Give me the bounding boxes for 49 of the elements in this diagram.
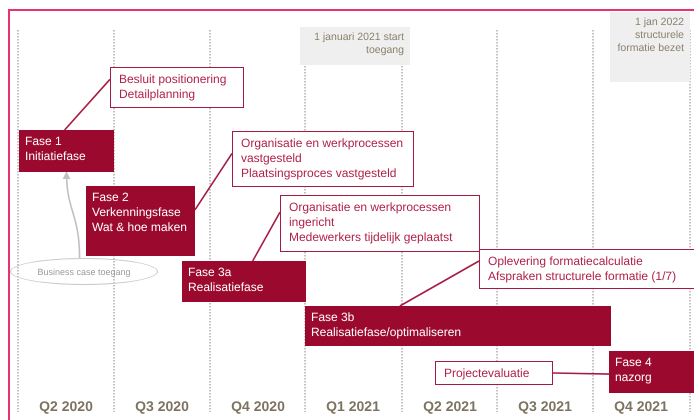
milestone-box bbox=[232, 131, 414, 187]
date-note bbox=[610, 12, 690, 82]
phase-bar bbox=[86, 186, 195, 256]
date-text: 1 jan 2022 structurele formatie bezet bbox=[616, 16, 684, 55]
arrow bbox=[62, 171, 80, 258]
milestone-text: Organisatie en werkprocessen ingericht bbox=[289, 200, 452, 230]
phase-bar bbox=[305, 306, 611, 346]
phase-text: Fase 4 bbox=[615, 355, 653, 370]
milestone-text: Medewerkers tijdelijk geplaatst bbox=[289, 230, 454, 245]
leader-line bbox=[252, 212, 281, 262]
leader-line bbox=[552, 372, 610, 375]
quarter-label: Q3 2020 bbox=[135, 398, 189, 414]
date-note bbox=[300, 27, 410, 65]
milestone-text: Plaatsingsproces vastgesteld bbox=[241, 166, 398, 181]
quarter-label: Q3 2021 bbox=[518, 398, 572, 414]
leader-line bbox=[194, 152, 233, 210]
milestone-text: Besluit positionering bbox=[119, 72, 228, 87]
phase-text: Realisatiefase/optimaliseren bbox=[311, 325, 462, 340]
phase-text: Realisatiefase bbox=[188, 280, 264, 295]
milestone-box bbox=[479, 249, 694, 289]
milestone-text: Projectevaluatie bbox=[444, 366, 530, 381]
leader-line bbox=[399, 260, 480, 307]
phase-text: Fase 3a bbox=[188, 265, 232, 280]
phase-bar bbox=[182, 261, 306, 302]
quarter-label: Q2 2020 bbox=[39, 398, 93, 414]
quarter-label: Q4 2020 bbox=[231, 398, 285, 414]
phase-text: Fase 2 bbox=[92, 190, 130, 205]
milestone-box bbox=[435, 361, 553, 385]
milestone-box bbox=[280, 195, 480, 252]
quarter-label: Q2 2021 bbox=[423, 398, 477, 414]
phase-bar bbox=[19, 130, 114, 172]
phase-text: Fase 1 bbox=[25, 134, 63, 149]
quarter-label: Q1 2021 bbox=[326, 398, 380, 414]
phase-text: Verkenningsfase bbox=[92, 205, 182, 220]
callout-ellipse bbox=[10, 258, 158, 285]
leader-line bbox=[64, 78, 111, 131]
phase-text: nazorg bbox=[615, 370, 653, 385]
date-text: 1 januari 2021 start toegang bbox=[313, 31, 404, 57]
ellipse-text: Business case toegang bbox=[37, 266, 131, 276]
milestone-text: Detailplanning bbox=[119, 87, 196, 102]
milestone-text: Organisatie en werkprocessen vastgesteld bbox=[241, 136, 404, 166]
phase-text: Initiatiefase bbox=[25, 149, 87, 164]
quarter-label: Q4 2021 bbox=[614, 398, 668, 414]
milestone-box bbox=[110, 67, 244, 108]
phase-text: Wat & hoe maken bbox=[92, 220, 188, 235]
phase-text: Fase 3b bbox=[311, 310, 356, 325]
milestone-text: Oplevering formatiecalculatie bbox=[488, 254, 644, 269]
milestone-text: Afspraken structurele formatie (1/7) bbox=[488, 269, 678, 284]
phase-bar bbox=[609, 351, 694, 393]
